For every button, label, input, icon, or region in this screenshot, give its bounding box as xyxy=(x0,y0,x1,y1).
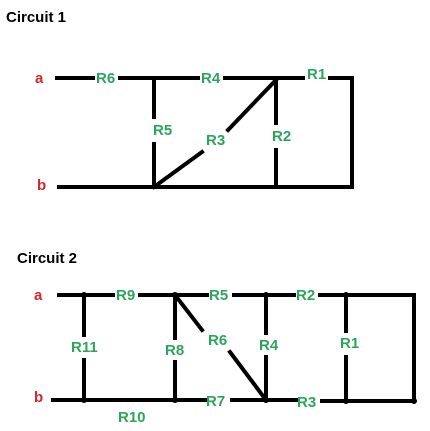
c2-junction-dot xyxy=(172,397,178,403)
circuit-1-terminal-b: b xyxy=(37,177,46,194)
circuit-1-terminal-a: a xyxy=(35,70,44,87)
c2-junction-dot xyxy=(263,292,269,298)
c2-junction-dot xyxy=(172,292,178,298)
c2-junction-dot xyxy=(343,292,349,298)
c1-resistor-label: R4 xyxy=(201,70,221,87)
c2-resistor-label: R5 xyxy=(209,287,228,304)
circuit-1-title: Circuit 1 xyxy=(6,9,66,26)
c2-resistor-label: R9 xyxy=(116,287,135,304)
c2-junction-dot xyxy=(81,292,87,298)
circuit-2-terminal-b: b xyxy=(34,389,43,406)
c2-resistor-label: R7 xyxy=(206,393,225,410)
c2-junction-dot xyxy=(343,398,349,404)
c1-wire-r3-bottom xyxy=(151,149,205,190)
circuit-2: Circuit 2 a b xyxy=(17,250,417,426)
c2-resistor-label: R4 xyxy=(259,337,279,354)
c1-resistor-label: R2 xyxy=(272,128,291,145)
c1-resistor-label: R1 xyxy=(307,66,326,83)
c1-wire-r3-top xyxy=(225,77,279,133)
c2-resistor-label: R1 xyxy=(340,335,359,352)
circuit-1: Circuit 1 a b R6 R4 R1 R5 R3 R2 xyxy=(6,9,354,194)
circuit-2-terminal-a: a xyxy=(34,287,43,304)
c1-resistor-label: R6 xyxy=(96,70,115,87)
c2-resistor-label: R10 xyxy=(118,409,146,426)
c2-junction-dot xyxy=(81,397,87,403)
c2-resistor-label: R2 xyxy=(296,287,315,304)
c2-junction-dot xyxy=(263,397,269,403)
c2-resistor-label: R6 xyxy=(208,332,227,349)
c1-resistor-label: R5 xyxy=(153,122,172,139)
c1-resistor-label: R3 xyxy=(206,132,225,149)
c2-junction-dot xyxy=(411,398,417,404)
c2-resistor-label: R8 xyxy=(165,342,184,359)
c2-resistor-label: R3 xyxy=(297,394,316,411)
c2-resistor-label: R11 xyxy=(71,339,98,356)
c2-wire-r6-bottom xyxy=(227,349,269,403)
circuit-2-title: Circuit 2 xyxy=(17,250,77,267)
c2-wire-r6-top xyxy=(172,292,205,333)
